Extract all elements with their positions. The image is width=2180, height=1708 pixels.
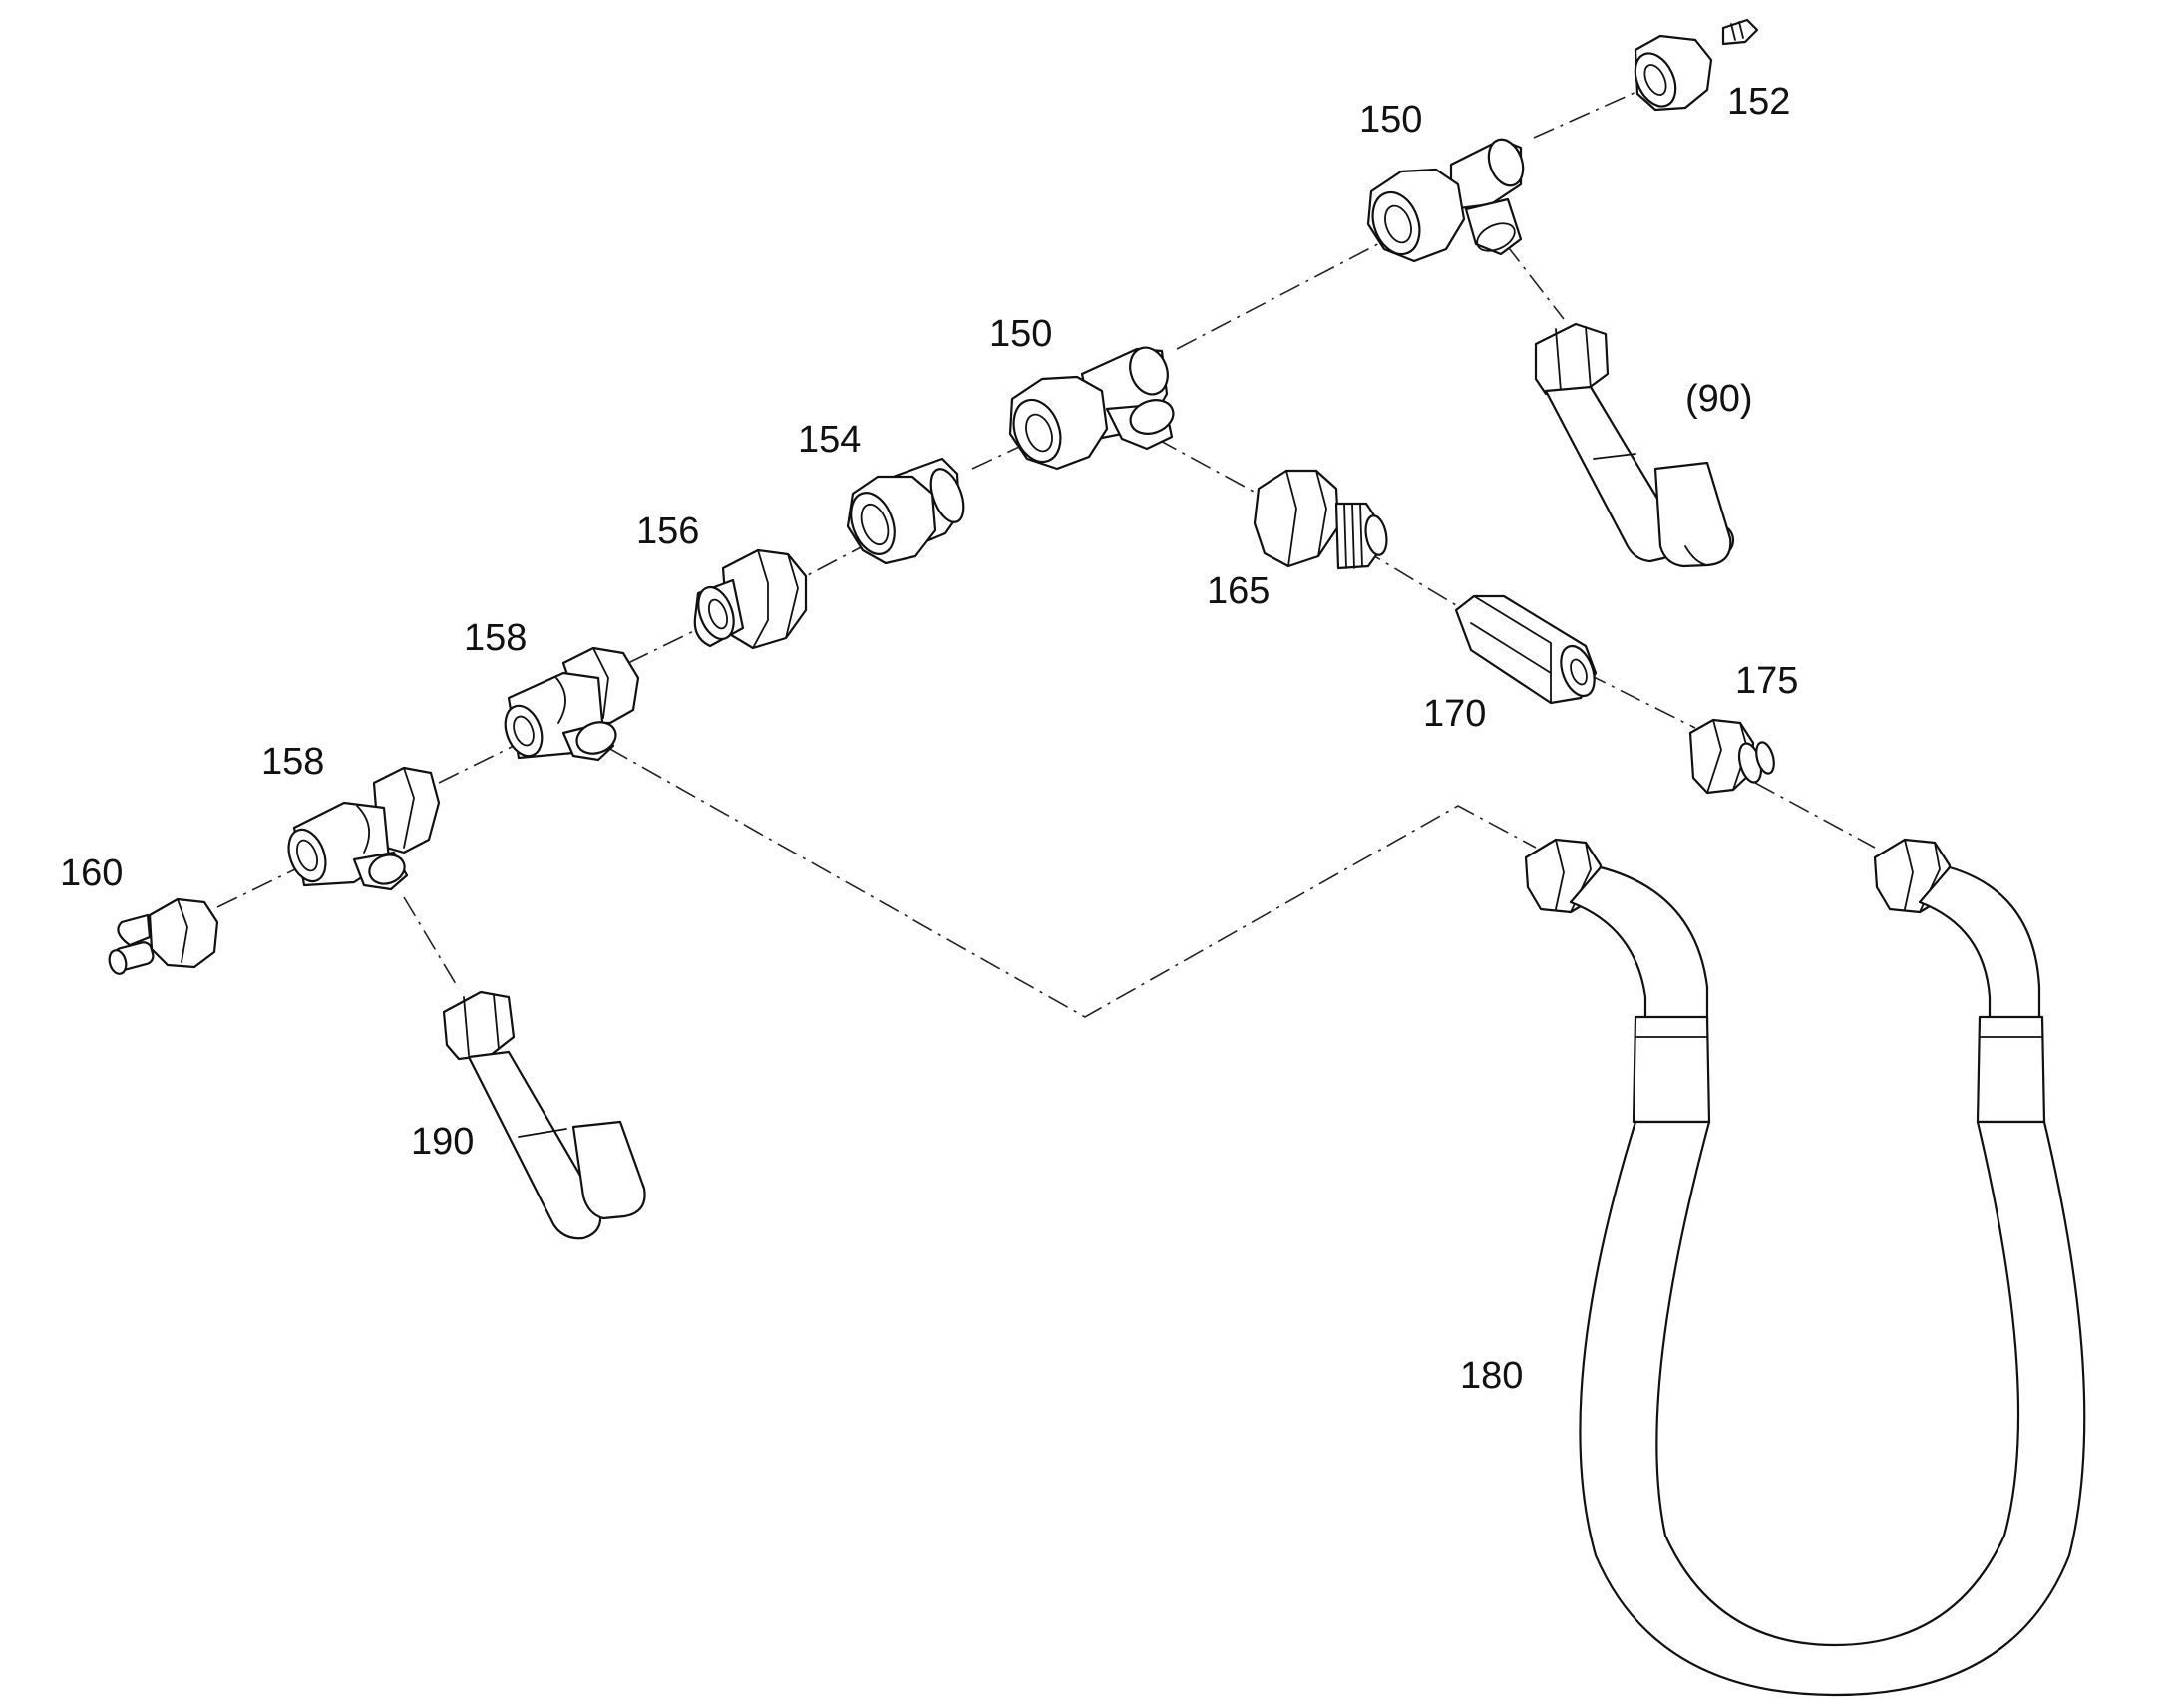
part-158-tee-lower bbox=[287, 766, 441, 891]
part-180-hose-loop bbox=[1524, 838, 2086, 1697]
part-170-coupling bbox=[1454, 594, 1598, 705]
part-150-tee-upper bbox=[1366, 138, 1525, 263]
leader-165-170 bbox=[1360, 547, 1462, 609]
part-165-adapter bbox=[1253, 469, 1388, 570]
leader-158b-160 bbox=[216, 866, 300, 908]
callout-158-lower: 158 bbox=[261, 741, 324, 783]
part-190-hose-end bbox=[442, 990, 646, 1240]
leader-170-175 bbox=[1585, 672, 1696, 729]
leader-150a-90 bbox=[1505, 243, 1565, 320]
part-150-tee-lower bbox=[1008, 346, 1175, 471]
part-156-nut bbox=[693, 548, 808, 650]
leader-150b-165 bbox=[1156, 438, 1268, 500]
part-175-nipple bbox=[1688, 718, 1775, 795]
assembly-leader-lines bbox=[216, 87, 1876, 1018]
callout-170: 170 bbox=[1423, 693, 1486, 735]
callout-152: 152 bbox=[1727, 81, 1790, 123]
callout-154: 154 bbox=[798, 419, 861, 461]
callout-labels: 152 150 150 (90) 154 156 165 158 158 170… bbox=[60, 81, 1798, 1397]
callout-190: 190 bbox=[411, 1121, 474, 1163]
leader-158a-180 bbox=[607, 747, 1537, 1018]
callout-156: 156 bbox=[636, 511, 699, 552]
leader-158b-190 bbox=[403, 896, 460, 990]
leader-175-180 bbox=[1754, 782, 1876, 849]
callout-175: 175 bbox=[1735, 660, 1798, 702]
leader-152-150a bbox=[1533, 87, 1646, 139]
callout-180: 180 bbox=[1460, 1355, 1523, 1397]
callout-150-lower: 150 bbox=[989, 313, 1052, 355]
part-158-tee-upper bbox=[504, 646, 640, 762]
leader-150a-150b bbox=[1176, 236, 1392, 350]
part-90-hose-end bbox=[1534, 322, 1735, 568]
leader-158a-158b bbox=[438, 745, 515, 784]
callout-165: 165 bbox=[1207, 570, 1270, 612]
callout-160: 160 bbox=[60, 853, 123, 894]
part-152-cap bbox=[1634, 18, 1759, 112]
part-160-bleed-cap bbox=[108, 897, 219, 975]
part-154-adapter bbox=[846, 457, 965, 565]
leader-156-158a bbox=[627, 622, 711, 664]
callout-90: (90) bbox=[1685, 378, 1753, 420]
callout-150-upper: 150 bbox=[1359, 99, 1422, 141]
callout-158-upper: 158 bbox=[464, 617, 527, 659]
